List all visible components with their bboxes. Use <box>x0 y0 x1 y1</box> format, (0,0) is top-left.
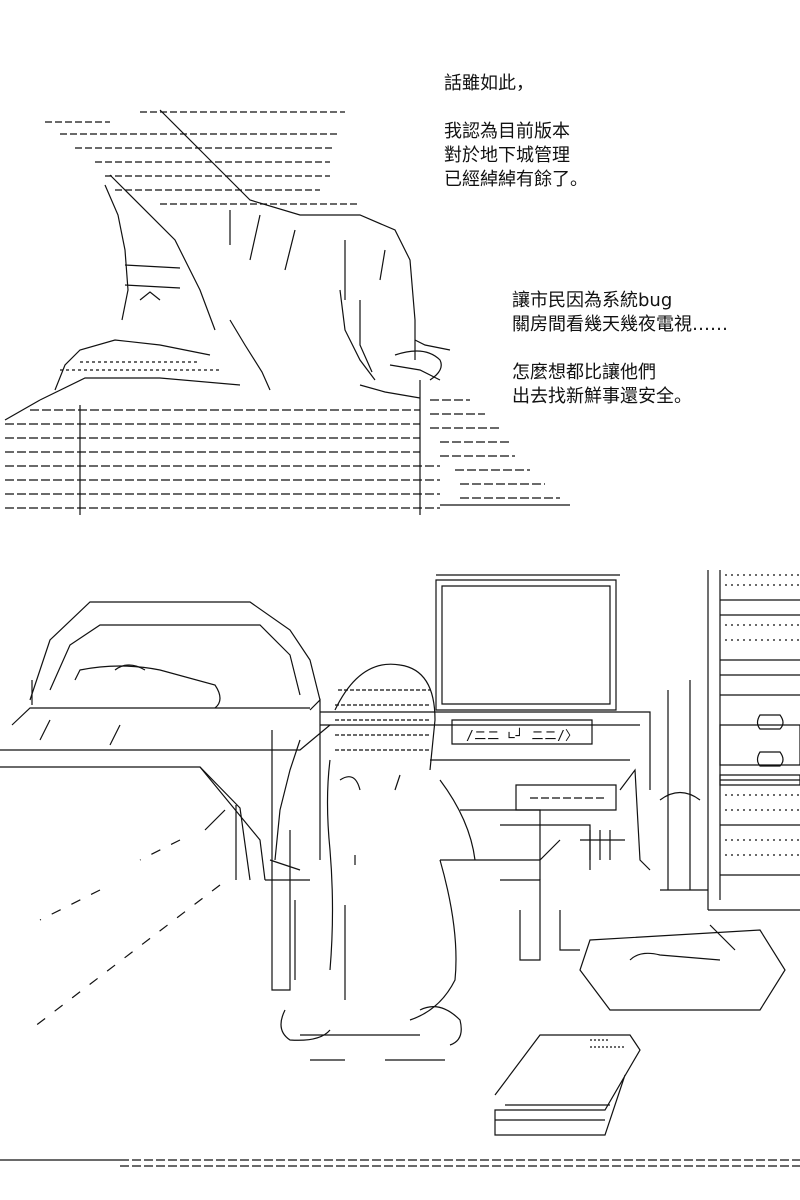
shelf-illustration <box>660 570 800 910</box>
person-back-illustration <box>328 664 476 1020</box>
monitor-illustration: /ニニ ∟┘ ニニ/〉 <box>436 575 620 744</box>
book-stack-illustration <box>495 1035 640 1135</box>
svg-text:/ニニ ∟┘ ニニ/〉: /ニニ ∟┘ ニニ/〉 <box>466 727 578 744</box>
dialogue-line: 讓市民因為系統bug <box>512 290 673 311</box>
dialogue-block-2: 讓市民因為系統bug 關房間看幾天幾夜電視…… 怎麼想都比讓他們 出去找新鮮事還… <box>512 289 728 409</box>
dialogue-spacer <box>512 337 728 361</box>
bottom-panel: /ニニ ∟┘ ニニ/〉 <box>0 530 800 1200</box>
computer-desk-illustration <box>320 712 650 960</box>
dialogue-line: 話雖如此， <box>444 73 534 94</box>
top-panel: 話雖如此， 我認為目前版本 對於地下城管理 已經綽綽有餘了。 讓市民因為系統bu… <box>0 0 800 530</box>
seated-figure-illustration <box>0 0 800 530</box>
dialogue-line: 關房間看幾天幾夜電視…… <box>512 314 728 335</box>
room-scene-illustration: /ニニ ∟┘ ニニ/〉 <box>0 530 800 1200</box>
dialogue-line: 對於地下城管理 <box>444 145 570 166</box>
chair-illustration <box>265 700 461 1060</box>
dialogue-line: 出去找新鮮事還安全。 <box>512 386 692 407</box>
dialogue-line: 已經綽綽有餘了。 <box>444 169 588 190</box>
dialogue-block-1: 話雖如此， 我認為目前版本 對於地下城管理 已經綽綽有餘了。 <box>444 72 588 192</box>
cushion-illustration <box>580 925 785 1010</box>
dialogue-spacer <box>444 96 588 120</box>
dialogue-line: 怎麼想都比讓他們 <box>512 362 656 383</box>
dialogue-line: 我認為目前版本 <box>444 121 570 142</box>
bed-illustration <box>0 602 330 880</box>
